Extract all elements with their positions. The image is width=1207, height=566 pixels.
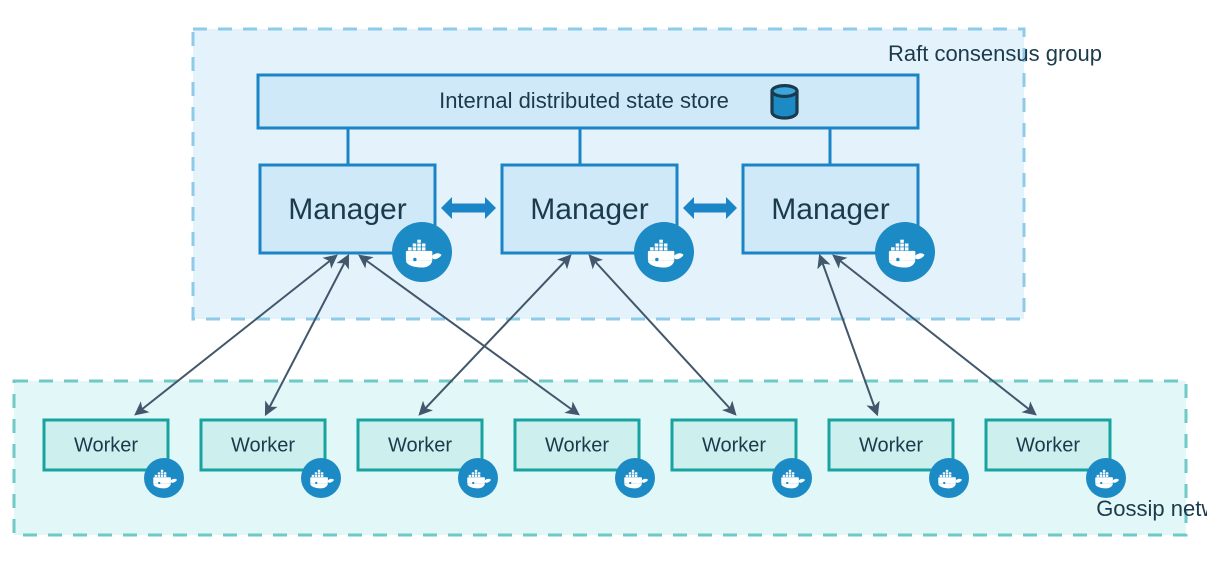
worker-1-box[interactable] <box>42 418 170 472</box>
link-m2-w3 <box>418 254 572 416</box>
worker-7-box[interactable] <box>984 418 1112 472</box>
link-m1-w2 <box>264 253 350 417</box>
worker-nodes: Worker Worker Worker Worker Worker Worker Work… <box>42 418 1112 472</box>
docker-icon-worker-7 <box>1086 458 1126 498</box>
link-m2-w5 <box>588 254 737 416</box>
state-store-node[interactable]: Internal distributed state store <box>256 73 920 130</box>
docker-icon-worker-2 <box>301 458 341 498</box>
group-label-gossip: Gossip network <box>1096 496 1207 521</box>
docker-icon-manager-1 <box>392 222 452 282</box>
worker-4-box[interactable] <box>513 418 641 472</box>
worker-3-box[interactable] <box>356 418 484 472</box>
raft-link-1-2 <box>441 197 496 219</box>
store-connectors <box>346 128 832 165</box>
docker-icon-manager-2 <box>634 222 694 282</box>
manager-3-label: Manager <box>771 193 889 226</box>
state-store-label: Internal distributed state store <box>439 88 729 113</box>
docker-icon-manager-3 <box>875 222 935 282</box>
raft-peer-links <box>441 197 737 219</box>
worker-7-label: Worker <box>1016 434 1080 456</box>
docker-icon-worker-5 <box>772 458 812 498</box>
link-m3-w7 <box>832 254 1037 416</box>
worker-6-box[interactable] <box>827 418 955 472</box>
worker-2-box[interactable] <box>199 418 327 472</box>
group-label-raft: Raft consensus group <box>888 41 1102 66</box>
manager-1-label: Manager <box>288 193 406 226</box>
state-store-box[interactable] <box>256 73 920 130</box>
docker-icon-worker-4 <box>615 458 655 498</box>
docker-icon-worker-1 <box>144 458 184 498</box>
raft-link-2-3 <box>683 197 737 219</box>
manager-nodes: Manager Manager Manager <box>258 163 920 255</box>
docker-icon-worker-6 <box>929 458 969 498</box>
worker-1-label: Worker <box>74 434 138 456</box>
worker-2-label: Worker <box>231 434 295 456</box>
database-cylinder-icon <box>770 83 799 120</box>
manager-2-box[interactable] <box>500 163 679 255</box>
docker-icons <box>144 222 1126 498</box>
worker-4-label: Worker <box>545 434 609 456</box>
worker-6-label: Worker <box>859 434 923 456</box>
worker-5-box[interactable] <box>670 418 798 472</box>
docker-icon-worker-3 <box>458 458 498 498</box>
worker-3-label: Worker <box>388 434 452 456</box>
manager-2-label: Manager <box>530 193 648 226</box>
worker-5-label: Worker <box>702 434 766 456</box>
gossip-connections <box>134 253 1037 417</box>
